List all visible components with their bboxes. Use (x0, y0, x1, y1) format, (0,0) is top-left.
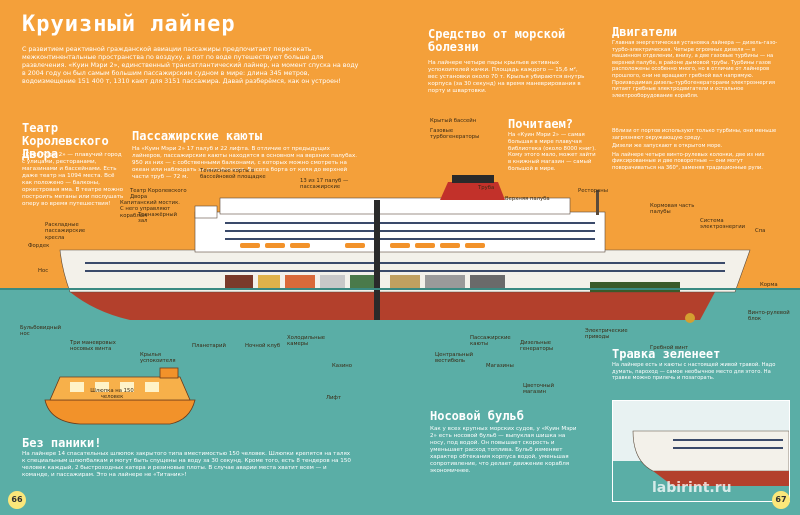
label-funnel: Труба (478, 185, 495, 191)
engines-text: Главная энергетическая установка лайнера… (612, 40, 778, 99)
label-central-atrium: Центральный вестибюль (435, 352, 474, 365)
bulb-text: Как у всех крупных морских судов, у «Куи… (430, 426, 577, 474)
label-electric: Электрические приводы (585, 328, 628, 341)
label-lift: Лифт (326, 395, 342, 401)
cabins-heading: Пассажирские каюты (132, 129, 263, 143)
why-text: На «Куин Мэри 2» — самая большая в мире … (508, 132, 596, 172)
label-spa: Спа (755, 228, 766, 234)
panic-heading: Без паники! (22, 436, 102, 450)
hull-lower (70, 292, 715, 320)
label-bridge-wing: Система электроэнергии (700, 218, 746, 231)
theatre-text: «Куин Мэри 2» — плавучий город с улицами… (22, 152, 124, 207)
engines-bullet: Дизели же запускают в открытом море. (612, 143, 723, 150)
bridge (194, 205, 218, 219)
label-diesel: Дизельные генераторы (520, 340, 554, 353)
label-planetarium: Планетарий (192, 343, 226, 349)
green-text: На лайнере есть и каюты с настоящей живо… (612, 362, 776, 382)
label-casino: Казино (332, 363, 352, 369)
label-flower: Цветочный магазин (523, 383, 555, 396)
label-cabins: Пассажирские каюты (470, 335, 511, 348)
label-captain: Капитанский мостик. С него управляют кор… (120, 200, 180, 219)
funnel-top (452, 175, 494, 183)
lifeboat-illustration (44, 367, 196, 425)
label-shops: Магазины (486, 363, 514, 369)
label-turbines: Газовые турбогенераторы (430, 128, 480, 141)
panic-text: На лайнере 14 спасательных шлюпок закрыт… (22, 451, 351, 478)
label-stabilizers: Крылья успокоителя (140, 352, 176, 365)
page-number-left: 66 (8, 491, 26, 509)
label-forecastle: Фордек (28, 243, 50, 249)
ship-lifeboats (240, 243, 485, 248)
label-thrusters: Три маневровых носовых винта (70, 340, 116, 353)
label-stern: Корма (760, 282, 778, 288)
engines-bullet: Вблизи от портов используют только турби… (612, 128, 777, 141)
bow-illustration (612, 400, 790, 502)
label-propeller: Гребной винт (650, 345, 689, 351)
label-aft: Кормовая часть палубы (650, 203, 695, 216)
green-heading: Травка зеленеет (612, 347, 721, 361)
mast (596, 190, 599, 215)
seasick-heading: Средство от морской болезни (428, 27, 566, 54)
label-rudder: Винто-рулевой блок (748, 310, 790, 323)
label-crew-pool: Крытый бассейн (430, 118, 477, 124)
label-theatre: Театр Королевского Двора (130, 188, 187, 201)
label-nightclub: Ночной клуб (245, 343, 281, 349)
label-tennis: Теннисные корты в бассейновой площадке (200, 168, 266, 181)
label-lifeboat: Шлюпка на 150 человек (90, 388, 134, 401)
central-divider (374, 200, 380, 320)
label-decks: 13 из 17 палуб — пассажирские (300, 178, 349, 191)
engines-bullet: На лайнере четыре винто-рулевых колонки,… (612, 151, 765, 171)
label-bow: Нос (38, 268, 49, 274)
engines-bullets: Вблизи от портов используют только турби… (612, 128, 784, 172)
bulb-heading: Носовой бульб (430, 409, 524, 423)
propeller (685, 313, 695, 323)
label-fridge: Холодильные камеры (287, 335, 326, 348)
window-rows (85, 222, 725, 272)
label-gym: Тренажёрный зал (138, 212, 178, 225)
seasick-text: На лайнере четыре пары крыльев активных … (428, 60, 585, 94)
page-number-right: 67 (772, 491, 790, 509)
label-restaurants: Рестораны (578, 188, 608, 194)
top-deck (219, 197, 571, 215)
theatre-heading: Театр Королевского Двора (22, 121, 109, 161)
funnel (440, 182, 505, 200)
interior-rooms (225, 275, 680, 292)
why-heading: Почитаем? (508, 117, 574, 131)
label-folding-deck: Раскладные пассажирские кресла (45, 222, 86, 241)
watermark: labirint.ru (652, 480, 732, 496)
label-top-deck: Верхняя палуба (505, 196, 550, 202)
cabins-text: На «Куин Мэри 2» 17 палуб и 22 лифта. В … (132, 146, 358, 180)
engines-heading: Двигатели (612, 25, 678, 39)
page-title: Круизный лайнер (22, 12, 236, 37)
waterline (0, 288, 800, 290)
intro-text: С развитием реактивной гражданской авиац… (22, 46, 359, 85)
label-bulb: Бульбовидный нос (20, 325, 62, 338)
